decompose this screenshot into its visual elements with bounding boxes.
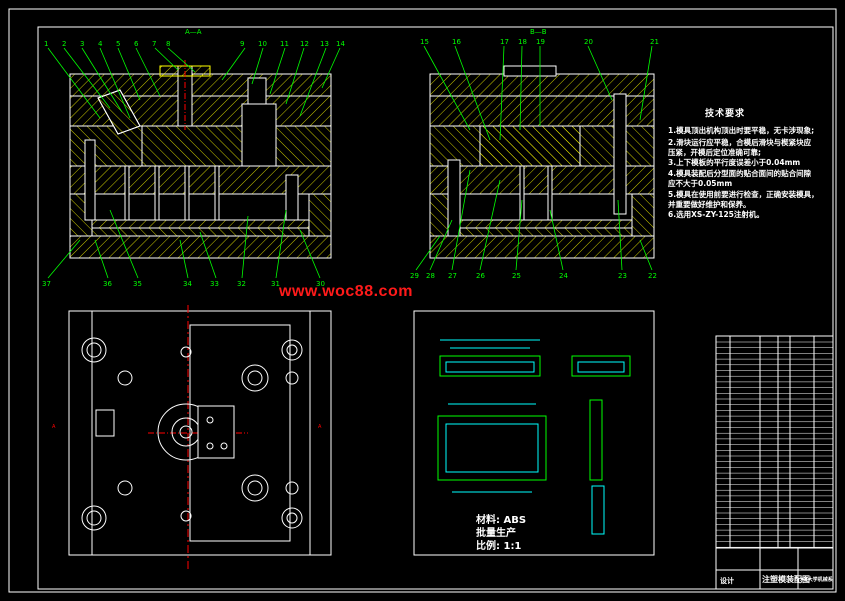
section-label-left: A—A [185,28,202,36]
tech-item-3: 3.上下模板的平行度误差小于0.04mm [668,158,801,167]
balloon-8: 8 [166,40,170,48]
balloon-14: 14 [336,40,345,48]
watermark-link[interactable]: www.woc88.com [279,283,413,300]
balloon-29: 29 [410,272,419,280]
balloon-21: 21 [650,38,659,46]
balloon-18: 18 [518,38,527,46]
drawing-border [8,8,837,593]
balloon-36: 36 [103,280,112,288]
balloon-7: 7 [152,40,156,48]
balloon-17: 17 [500,38,509,46]
right-bottom-balloon-row: 29 28 27 26 25 24 23 22 [410,272,657,280]
tech-item-5: 5.模具在使用前要进行检查，正确安装模具， [668,190,819,199]
tech-item-4b: 应不大于0.05mm [668,179,733,188]
balloon-35: 35 [133,280,142,288]
balloon-30: 30 [316,280,325,288]
balloon-6: 6 [134,40,139,48]
section-view-right [415,45,655,271]
tech-item-4: 4.模具装配后分型面的贴合面间的贴合间隙 [668,169,812,178]
balloon-9: 9 [240,40,244,48]
tech-item-1: 1.模具顶出机构顶出时要平稳，无卡涉现象; [668,126,815,135]
svg-text:A: A [52,424,56,430]
balloon-32: 32 [237,280,246,288]
designer-label: 设计 [720,577,734,585]
production-note: 批量生产 [476,528,516,539]
scale-note: 比例: 1:1 [476,541,522,552]
part-drawing [413,310,655,556]
balloon-1: 1 [44,40,48,48]
balloon-19: 19 [536,38,545,46]
balloon-10: 10 [258,40,267,48]
svg-text:A: A [318,424,322,430]
balloon-13: 13 [320,40,329,48]
balloon-15: 15 [420,38,429,46]
balloon-23: 23 [618,272,627,280]
balloon-22: 22 [648,272,657,280]
bill-of-materials [715,335,834,590]
section-label-right: B—B [530,28,547,36]
balloon-11: 11 [280,40,289,48]
balloon-27: 27 [448,272,457,280]
balloon-33: 33 [210,280,219,288]
balloon-16: 16 [452,38,461,46]
balloon-31: 31 [271,280,280,288]
balloon-2: 2 [62,40,66,48]
balloon-4: 4 [98,40,103,48]
balloon-37: 37 [42,280,51,288]
balloon-20: 20 [584,38,593,46]
balloon-12: 12 [300,40,309,48]
left-bottom-balloon-row: 37 36 35 34 33 32 31 30 [42,280,325,288]
balloon-26: 26 [476,272,485,280]
drawing-name: 注塑模装配图 [762,575,810,584]
tech-item-5b: 并重要做好维护和保养。 [668,200,751,209]
balloon-3: 3 [80,40,84,48]
plan-view: A A [52,305,332,570]
material-note: 材料: ABS [476,515,527,526]
tech-item-2b: 压紧，开模后定位准确可靠; [668,148,761,157]
balloon-28: 28 [426,272,435,280]
bom-row-lines [716,341,833,548]
inner-frame [37,26,834,590]
tech-item-6: 6.选用XS-ZY-125注射机。 [668,210,764,219]
section-view-left [47,47,341,279]
balloon-34: 34 [183,280,192,288]
tech-item-2: 2.滑块运行应平稳，合模后滑块与楔紧块应 [668,138,812,147]
balloon-24: 24 [559,272,568,280]
bottom-clamp-plate [69,235,332,259]
left-top-balloon-row: 1 2 3 4 5 6 7 8 9 10 11 12 13 14 A—A [44,28,345,48]
balloon-25: 25 [512,272,521,280]
right-top-balloon-row: 15 16 17 18 19 20 21 B—B [420,28,659,46]
school-name: XX大学机械系 [800,577,833,583]
tech-requirements-title: 技术要求 [705,109,746,119]
balloon-5: 5 [116,40,120,48]
